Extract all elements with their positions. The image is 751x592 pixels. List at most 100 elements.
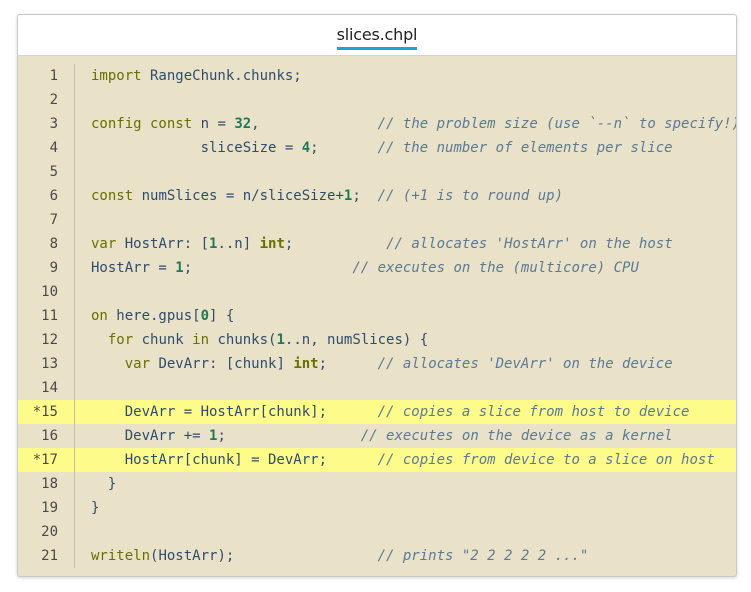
code-token: on xyxy=(91,308,108,324)
code-token: } xyxy=(91,476,117,492)
code-token: ; xyxy=(217,428,361,444)
code-token: 4 xyxy=(301,140,311,156)
code-text: HostArr[chunk] = DevArr; // copies from … xyxy=(75,448,715,472)
code-token: chunks( xyxy=(209,332,277,348)
code-line: 4 sliceSize = 4; // the number of elemen… xyxy=(18,136,736,160)
line-number: 9 xyxy=(18,256,75,280)
code-line: 13 var DevArr: [chunk] int; // allocates… xyxy=(18,352,736,376)
code-line: 20 xyxy=(18,520,736,544)
code-token: RangeChunk.chunks; xyxy=(141,68,302,84)
code-line: 5 xyxy=(18,160,736,184)
code-token: ; xyxy=(284,236,387,252)
filename-tab[interactable]: slices.chpl xyxy=(336,25,418,50)
code-token: HostArr = xyxy=(91,260,176,276)
code-token: ; xyxy=(352,188,378,204)
line-number: 1 xyxy=(18,64,75,88)
code-token: int xyxy=(293,356,319,372)
code-text: on here.gpus[0] { xyxy=(75,304,234,328)
line-number: 6 xyxy=(18,184,75,208)
line-number: 7 xyxy=(18,208,75,232)
line-number: 13 xyxy=(18,352,75,376)
code-token: // (+1 is to round up) xyxy=(377,188,564,204)
line-number: 12 xyxy=(18,328,75,352)
code-text: HostArr = 1; // executes on the (multico… xyxy=(75,256,639,280)
line-number: 14 xyxy=(18,376,75,400)
code-line-highlighted: *15 DevArr = HostArr[chunk]; // copies a… xyxy=(18,400,736,424)
code-token: writeln xyxy=(91,548,151,564)
code-token: HostArr: [ xyxy=(116,236,210,252)
code-token: ; xyxy=(310,140,378,156)
code-token: n = xyxy=(192,116,235,132)
code-token: var xyxy=(91,236,117,252)
code-line-highlighted: *17 HostArr[chunk] = DevArr; // copies f… xyxy=(18,448,736,472)
code-token: 1 xyxy=(343,188,353,204)
line-number: 8 xyxy=(18,232,75,256)
code-token: , xyxy=(251,116,378,132)
code-token xyxy=(91,332,108,348)
code-token: DevArr += xyxy=(91,428,210,444)
line-number: 3 xyxy=(18,112,75,136)
code-token: 1 xyxy=(209,428,218,444)
code-token: 32 xyxy=(234,116,252,132)
code-token: const xyxy=(91,188,134,204)
code-token: for xyxy=(107,332,134,348)
code-line: 2 xyxy=(18,88,736,112)
line-number: 20 xyxy=(18,520,75,544)
code-text: writeln(HostArr); // prints "2 2 2 2 2 .… xyxy=(75,544,588,568)
code-text: const numSlices = n/sliceSize+1; // (+1 … xyxy=(75,184,563,208)
code-token: ] { xyxy=(209,308,235,324)
code-line: 7 xyxy=(18,208,736,232)
code-text: DevArr = HostArr[chunk]; // copies a sli… xyxy=(75,400,690,424)
code-text: } xyxy=(75,496,99,520)
code-line: 12 for chunk in chunks(1..n, numSlices) … xyxy=(18,328,736,352)
code-token: ; xyxy=(183,260,353,276)
code-token: 1 xyxy=(175,260,184,276)
code-token: // allocates 'DevArr' on the device xyxy=(377,356,673,372)
line-number: 21 xyxy=(18,544,75,568)
code-token: sliceSize = xyxy=(91,140,302,156)
code-token: import xyxy=(91,68,142,84)
code-token: // prints "2 2 2 2 2 ..." xyxy=(377,548,589,564)
code-token xyxy=(91,356,125,372)
code-token: (HostArr); xyxy=(150,548,378,564)
line-number: 16 xyxy=(18,424,75,448)
listing-header: slices.chpl xyxy=(18,15,736,56)
code-text: config const n = 32, // the problem size… xyxy=(75,112,737,136)
code-token: int xyxy=(259,236,285,252)
code-text: DevArr += 1; // executes on the device a… xyxy=(75,424,673,448)
code-text: for chunk in chunks(1..n, numSlices) { xyxy=(75,328,428,352)
code-text: sliceSize = 4; // the number of elements… xyxy=(75,136,673,160)
code-line: 19} xyxy=(18,496,736,520)
code-token: 1 xyxy=(276,332,285,348)
code-line: 14 xyxy=(18,376,736,400)
code-text: var DevArr: [chunk] int; // allocates 'D… xyxy=(75,352,673,376)
code-token: // the number of elements per slice xyxy=(377,140,673,156)
code-token: } xyxy=(91,500,100,516)
code-token: // copies a slice from host to device xyxy=(377,404,690,420)
code-line: 18 } xyxy=(18,472,736,496)
code-token: // executes on the device as a kernel xyxy=(360,428,673,444)
code-text: } xyxy=(75,472,116,496)
code-token: // the problem size (use `--n` to specif… xyxy=(377,116,737,132)
code-text: var HostArr: [1..n] int; // allocates 'H… xyxy=(75,232,673,256)
code-token: DevArr: [chunk] xyxy=(150,356,294,372)
line-number: 2 xyxy=(18,88,75,112)
code-token: var xyxy=(124,356,151,372)
code-token: here.gpus[ xyxy=(107,308,201,324)
code-text: import RangeChunk.chunks; xyxy=(75,64,302,88)
code-token: // executes on the (multicore) CPU xyxy=(352,260,639,276)
code-token: chunk xyxy=(133,332,193,348)
line-number: 18 xyxy=(18,472,75,496)
line-number: 11 xyxy=(18,304,75,328)
code-token: // allocates 'HostArr' on the host xyxy=(386,236,673,252)
code-token: ; xyxy=(318,356,378,372)
code-line: 16 DevArr += 1; // executes on the devic… xyxy=(18,424,736,448)
